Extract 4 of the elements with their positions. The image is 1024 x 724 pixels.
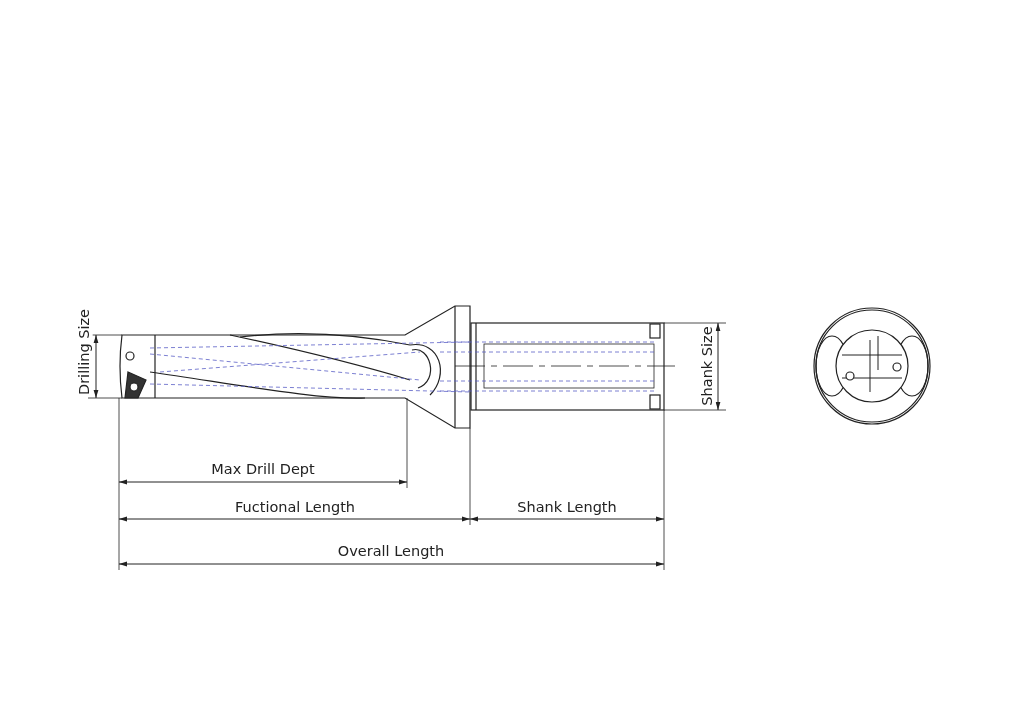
- dimension-label: Fuctional Length: [233, 498, 357, 516]
- dimension-label: Shank Length: [515, 498, 619, 516]
- dimension-label: Drilling Size: [75, 307, 93, 397]
- dimension-label: Max Drill Dept: [209, 460, 317, 478]
